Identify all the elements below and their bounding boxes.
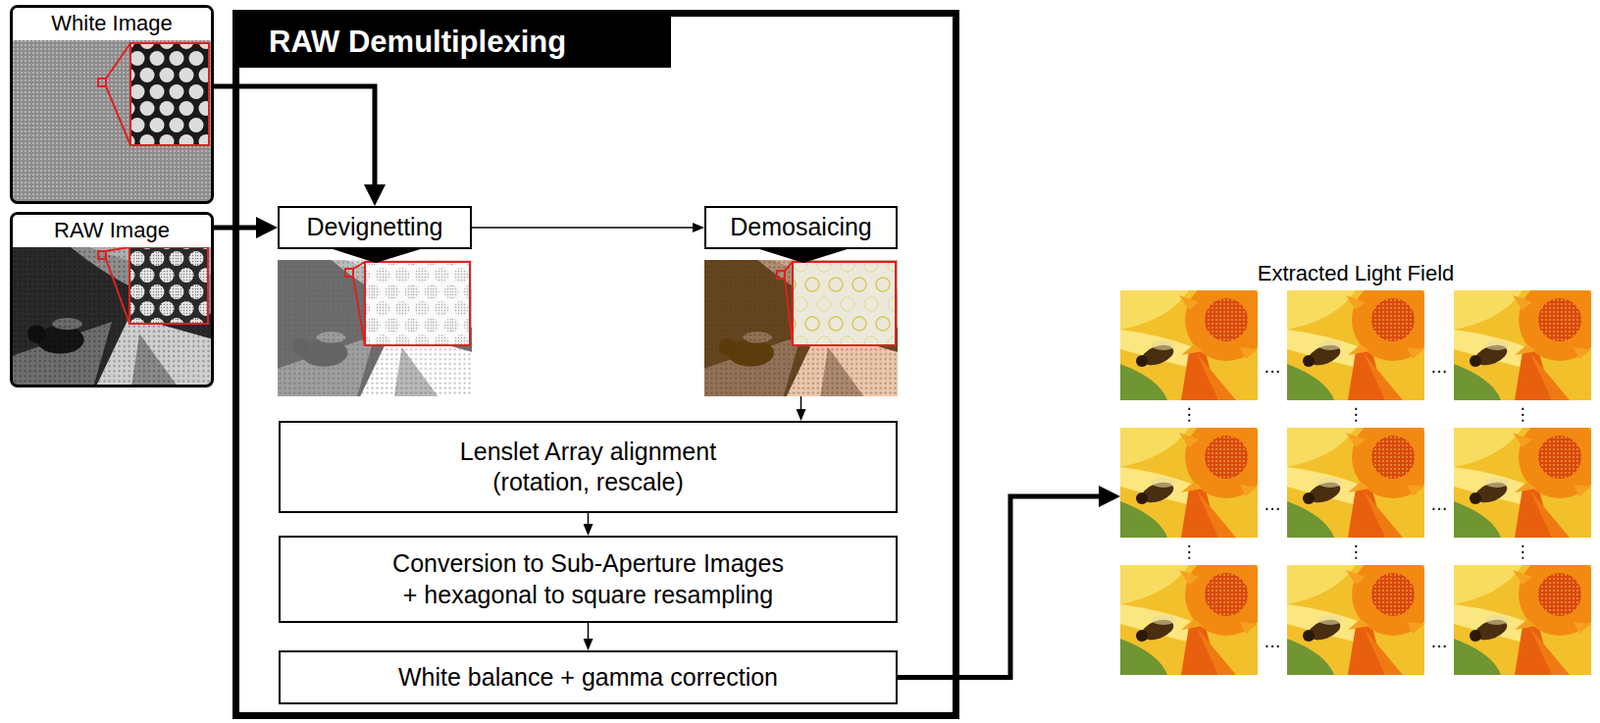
raw-image-picture (12, 244, 211, 385)
panel-title: White Image (12, 7, 211, 41)
ellipsis-mark: ⋮ (1514, 406, 1532, 423)
light-field-views (1287, 278, 1435, 401)
demosaiced-picture (704, 259, 898, 397)
ellipsis-text: ⋮ (1347, 543, 1365, 561)
image-panel: RAW Image (9, 211, 214, 388)
light-field-views (1453, 415, 1600, 538)
step-label: Demosaicing (729, 211, 873, 243)
devignetted-picture (326, 247, 427, 263)
ellipsis-text: … (1264, 496, 1282, 514)
demosaiced-picture (784, 278, 793, 346)
image-panel: White Image (9, 4, 214, 205)
white-image-picture (130, 43, 209, 146)
ellipsis-text: ⋮ (1514, 406, 1532, 423)
heading-tab: RAW Demultiplexing (239, 16, 671, 68)
demosaiced-picture (753, 247, 854, 263)
flow-arrow (471, 226, 700, 229)
process-box: Conversion to Sub-Aperture Images + hexa… (278, 535, 898, 623)
step-label: Lenslet Array alignment (rotation, resca… (431, 436, 746, 499)
flow-arrow (897, 496, 1109, 678)
light-field-views (1453, 278, 1600, 401)
ellipsis-mark: … (1431, 496, 1448, 514)
light-field-views (1287, 415, 1435, 538)
light-field-views (1120, 278, 1268, 401)
light-field-views (1453, 553, 1600, 675)
ellipsis-text: ⋮ (1514, 543, 1532, 561)
light-field-views (1120, 415, 1268, 538)
flow-arrow (587, 622, 590, 646)
devignetted-picture (353, 261, 365, 269)
ellipsis-text: ⋮ (1347, 406, 1365, 423)
ellipsis-mark: … (1264, 633, 1282, 651)
white-image-picture (98, 78, 106, 87)
ellipsis-mark: … (1431, 633, 1448, 651)
light-field-grid: Extracted Light Field (1120, 260, 1592, 675)
raw-image-picture (98, 251, 106, 259)
flow-arrow (800, 249, 803, 416)
process-box: White balance + gamma correction (278, 650, 898, 705)
step-label: Conversion to Sub-Aperture Images + hexa… (389, 548, 787, 611)
panel-title: RAW Image (12, 214, 211, 248)
light-field-views (1120, 553, 1268, 675)
process-box: Demosaicing (704, 206, 898, 250)
ellipsis-mark: ⋮ (1181, 406, 1198, 423)
process-box: Devignetting (277, 206, 472, 250)
white-image-picture (105, 43, 131, 79)
ellipsis-mark: … (1431, 359, 1448, 376)
ellipsis-mark: ⋮ (1514, 543, 1532, 561)
white-image-picture (12, 37, 211, 202)
flow-arrow (587, 513, 590, 531)
ellipsis-text: ⋮ (1181, 543, 1198, 561)
demosaiced-picture (784, 261, 793, 271)
ellipsis-text: … (1431, 359, 1448, 376)
ellipsis-text: ⋮ (1181, 406, 1198, 423)
ellipsis-text: … (1264, 633, 1282, 651)
devignetted-picture (353, 276, 365, 346)
light-field-views (1120, 278, 1600, 675)
step-label: Devignetting (307, 211, 444, 243)
devignetted-picture (277, 247, 472, 397)
group-heading: RAW Demultiplexing (239, 24, 567, 60)
ellipsis-text: … (1264, 359, 1282, 376)
demosaiced-picture (792, 261, 896, 346)
step-label: White balance + gamma correction (398, 662, 778, 693)
ellipsis-mark: ⋮ (1347, 543, 1365, 561)
ellipsis-text: … (1431, 633, 1448, 651)
devignetted-picture (364, 261, 470, 346)
raw-image-picture (105, 258, 130, 324)
devignetted-picture (345, 268, 354, 277)
white-image-picture (12, 37, 211, 202)
demosaiced-picture (704, 247, 898, 397)
ellipsis-mark: ⋮ (1181, 543, 1198, 561)
process-box: Lenslet Array alignment (rotation, resca… (278, 420, 898, 514)
demosaiced-picture (776, 270, 785, 279)
raw-image-picture (12, 244, 211, 385)
devignetted-picture (277, 259, 472, 397)
light-field-views (1287, 553, 1435, 675)
white-image-picture (105, 86, 131, 146)
raw-image-picture (105, 247, 130, 252)
ellipsis-mark: ⋮ (1347, 406, 1365, 423)
flow-arrow (213, 225, 266, 231)
raw-image-picture (129, 247, 208, 324)
ellipsis-text: … (1431, 496, 1448, 514)
grid-title: Extracted Light Field (1257, 260, 1455, 287)
ellipsis-mark: … (1264, 359, 1282, 376)
ellipsis-mark: … (1264, 496, 1282, 514)
process-group: RAW DemultiplexingDevignetting Demosaicin… (232, 9, 960, 720)
